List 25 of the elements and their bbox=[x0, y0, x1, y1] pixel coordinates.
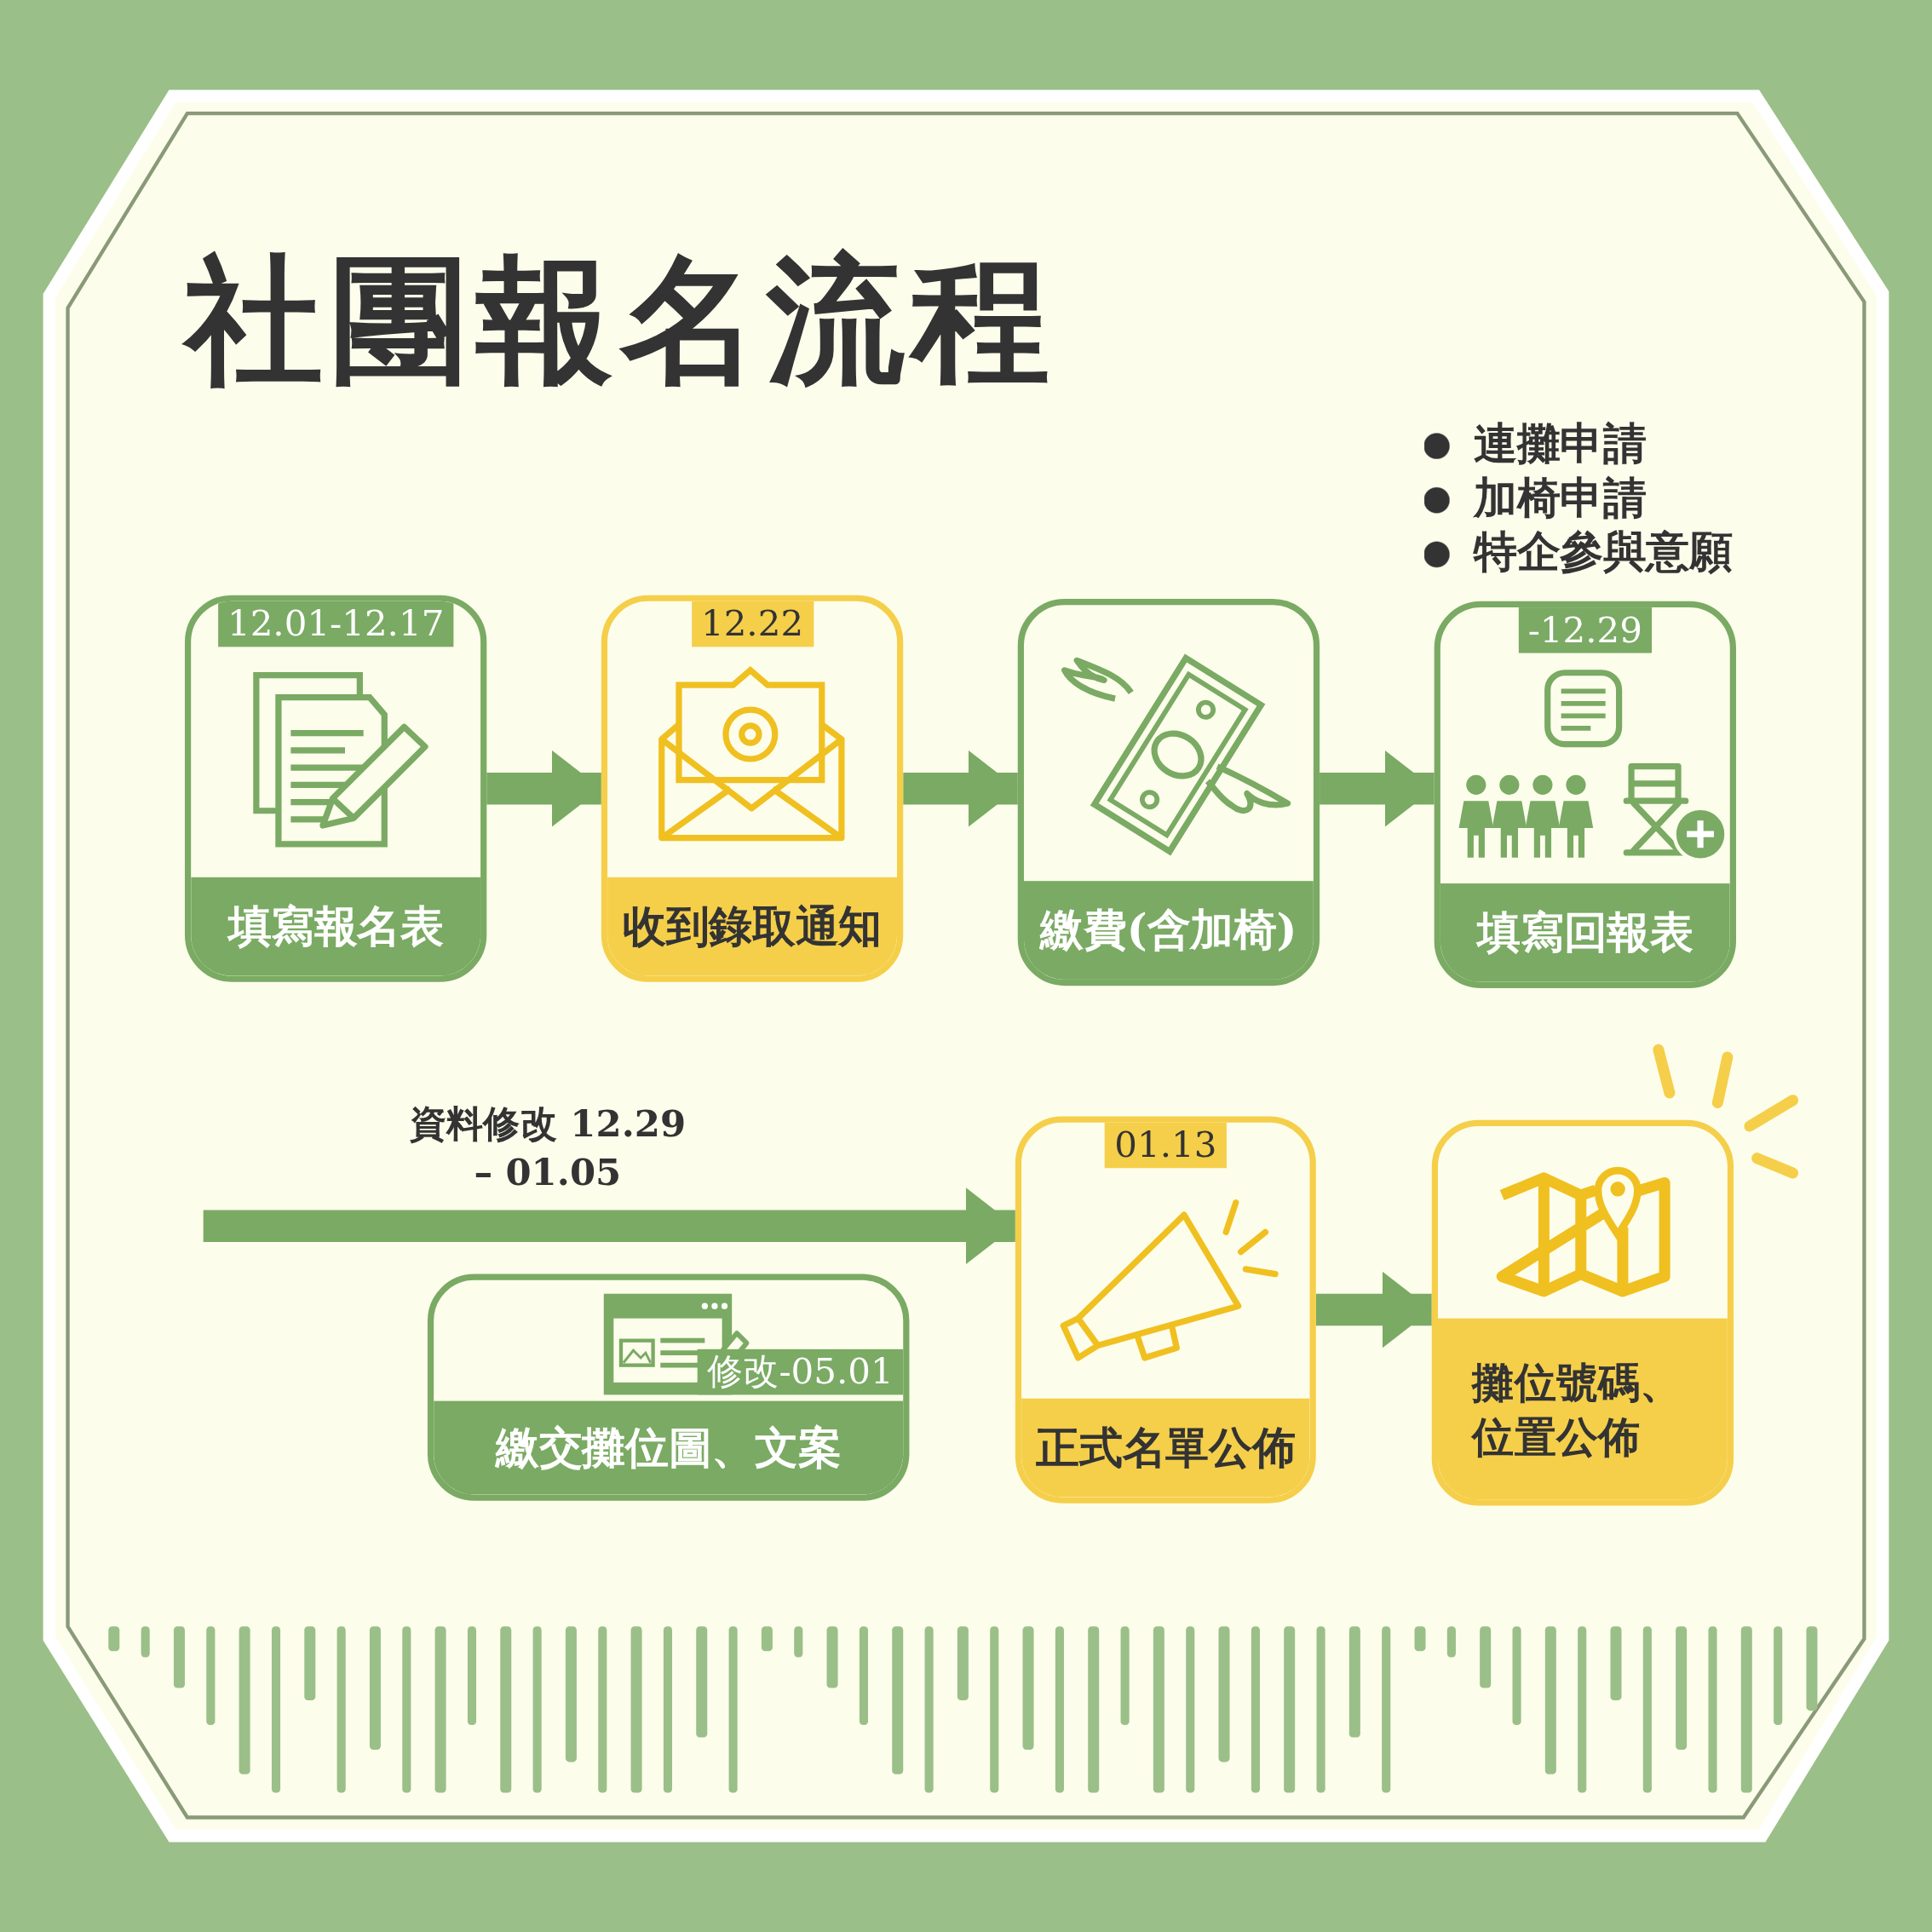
step-card bbox=[184, 595, 487, 982]
step-card bbox=[427, 1274, 910, 1501]
step-title: 填寫回報表 bbox=[1440, 883, 1730, 982]
step-title: 攤位號碼、位置公佈 bbox=[1438, 1318, 1728, 1500]
date-tag: 修改-05.01 bbox=[697, 1348, 904, 1395]
step-title: 繳費(含加椅) bbox=[1024, 881, 1314, 980]
step-title: 填寫報名表 bbox=[191, 877, 481, 976]
step-card bbox=[1017, 598, 1320, 986]
step-card bbox=[1431, 1119, 1734, 1506]
step-card bbox=[1015, 1116, 1316, 1504]
arrow bbox=[1320, 750, 1435, 827]
step-card bbox=[1434, 601, 1736, 989]
arrow bbox=[203, 1187, 1015, 1265]
date-tag: 12.22 bbox=[691, 601, 814, 647]
arrow bbox=[903, 750, 1018, 827]
step-title: 收到錄取通知 bbox=[607, 877, 897, 976]
step-title: 繳交攤位圖、文案 bbox=[434, 1400, 904, 1495]
date-tag: -12.29 bbox=[1518, 607, 1653, 653]
step-card bbox=[601, 595, 904, 982]
date-tag: 01.13 bbox=[1104, 1122, 1227, 1169]
step-title: 正式名單公佈 bbox=[1021, 1398, 1310, 1498]
arrow bbox=[486, 750, 601, 827]
date-tag: 12.01-12.17 bbox=[217, 601, 454, 647]
edge-label: 資料修改 12.29 – 01.05 bbox=[408, 1101, 687, 1196]
arrow bbox=[1315, 1271, 1432, 1348]
